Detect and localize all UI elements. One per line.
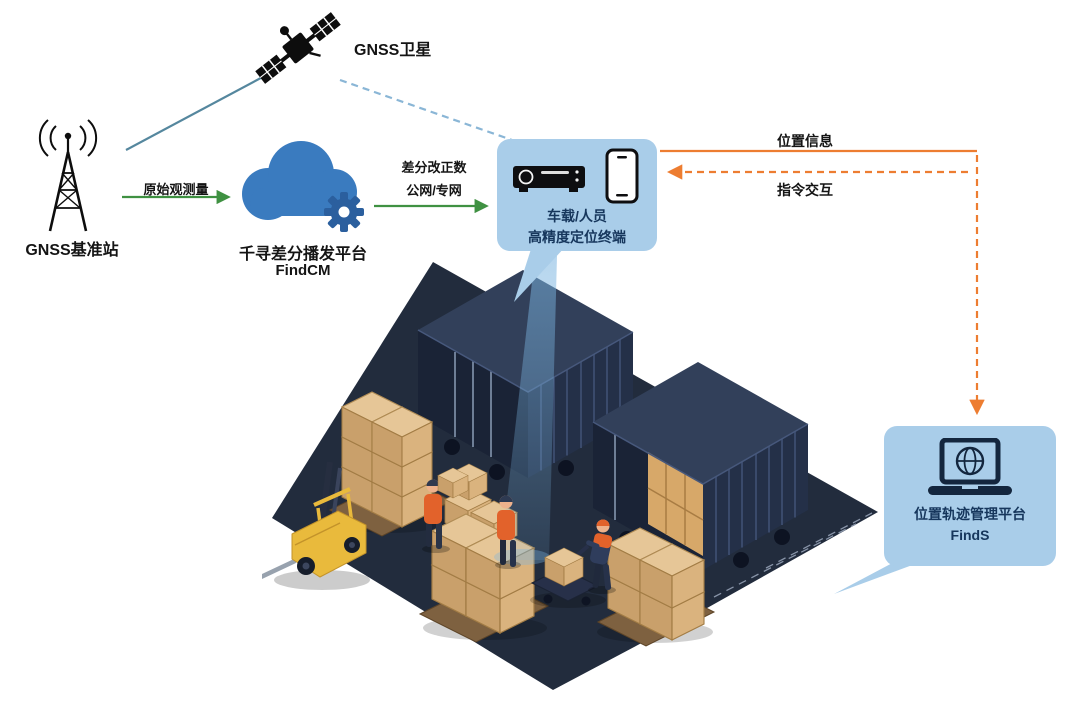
receiver-icon (513, 166, 585, 192)
cloud-platform-product: FindCM (275, 262, 331, 279)
terminal-bubble: 车载/人员 高精度定位终端 (497, 139, 657, 251)
pallet-jack (530, 544, 606, 608)
terminal-devices-icon (513, 148, 639, 204)
position-info-label: 位置信息 (777, 133, 833, 149)
gear-icon (324, 192, 364, 232)
satellite-to-base-line (125, 71, 273, 151)
container-1 (417, 270, 634, 480)
correction-label-line1: 差分改正数 (401, 160, 467, 175)
forklift (262, 461, 370, 590)
base-station-label: GNSS基准站 (25, 242, 119, 259)
globe-icon (955, 446, 985, 476)
terminal-label-line1: 车载/人员 (547, 208, 607, 224)
finds-label-name: 位置轨迹管理平台 (914, 506, 1026, 522)
cloud-findcm-icon (242, 141, 364, 232)
floor-lane-markings (713, 512, 873, 598)
worker-pushing-jack (586, 519, 616, 594)
command-interaction-label: 指令交互 (777, 182, 833, 198)
terminal-bubble-tail (514, 246, 566, 302)
satellite-label: GNSS卫星 (354, 42, 432, 59)
finds-label-product: FindS (950, 527, 990, 543)
satellite-to-terminal-line (339, 78, 513, 142)
finds-bubble-tail (834, 560, 926, 594)
raw-observation-label: 原始观测量 (143, 182, 209, 197)
correction-label-line2: 公网/专网 (406, 183, 462, 198)
worker-in-beam (495, 495, 521, 569)
base-station-icon (38, 119, 98, 232)
terminal-label-line2: 高精度定位终端 (528, 229, 626, 245)
worker-carrying-box (422, 467, 469, 553)
gnss-satellite-icon (255, 12, 341, 84)
cloud-platform-name: 千寻差分播发平台 (238, 246, 367, 263)
pallet-stack-right (596, 527, 716, 647)
finds-bubble: 位置轨迹管理平台 FindS (884, 426, 1056, 566)
laptop-globe-icon (928, 438, 1012, 495)
pallet-stack-middle (418, 513, 550, 643)
warehouse-scene (262, 256, 878, 690)
positioning-beam (494, 256, 557, 565)
smartphone-icon (605, 148, 639, 204)
